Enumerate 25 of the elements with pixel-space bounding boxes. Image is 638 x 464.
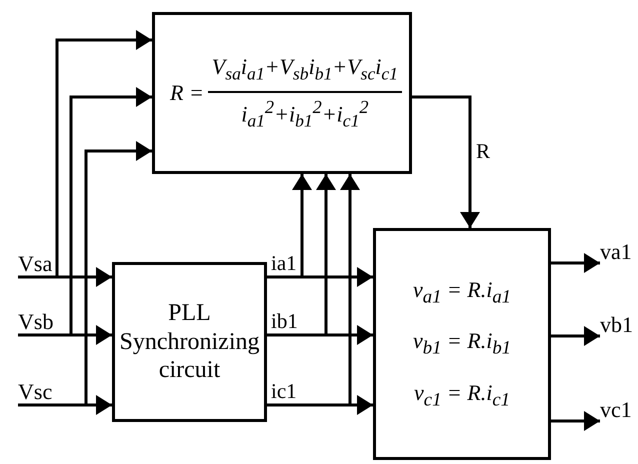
formula-box [152, 12, 412, 174]
equation: v$_{b1}$ = R.i$_{b1}$ [412, 328, 512, 360]
equation: v$_{a1}$ = R.i$_{a1}$ [412, 276, 512, 308]
process-box [373, 228, 551, 460]
signal-label: Vsc [18, 379, 52, 404]
formula-lhs: R = [170, 80, 204, 106]
arrow [267, 174, 312, 278]
signal-label: va1 [600, 239, 632, 264]
arrow [551, 326, 600, 346]
process-box [112, 262, 267, 422]
signal-label: vc1 [600, 397, 632, 422]
arrow [18, 87, 152, 336]
arrow [18, 141, 152, 406]
arrow [18, 30, 152, 278]
signal-label: vb1 [600, 312, 633, 337]
signal-label: Vsb [18, 309, 54, 334]
signal-label: Vsa [18, 251, 52, 276]
equation: v$_{c1}$ = R.i$_{c1}$ [414, 380, 510, 412]
arrow [412, 96, 480, 228]
formula-numerator: V$_{sa}$i$_{a1}$+V$_{sb}$i$_{b1}$+V$_{sc}$i$_{c1}$ [208, 54, 402, 93]
arrow [551, 253, 600, 273]
block-title: PLL Synchronizing circuit [120, 298, 260, 386]
arrow [267, 174, 336, 336]
arrow [551, 411, 600, 431]
arrow [267, 174, 360, 406]
